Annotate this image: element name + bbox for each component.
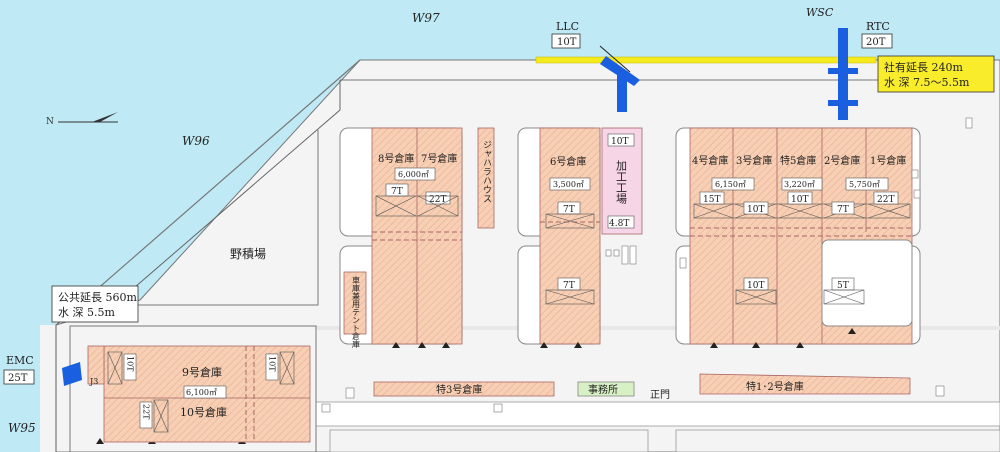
- warehouse-7-label: 7号倉庫: [421, 152, 457, 165]
- warehouse-8-label: 8号倉庫: [378, 152, 414, 165]
- svg-text:LLC: LLC: [556, 20, 579, 33]
- small-fixtures: [321, 117, 973, 413]
- crane-10t-toku5: 10T: [787, 191, 813, 205]
- llc-crane-icon: [599, 45, 640, 112]
- svg-text:RTC: RTC: [866, 20, 890, 33]
- svg-text:N: N: [46, 117, 54, 127]
- main-gate-label: 正門: [650, 389, 670, 401]
- public-berth-info: 公共延長 560m 水 深 5.5m: [51, 285, 139, 323]
- crane-7t-2: 7T: [831, 201, 855, 215]
- processing-crane-10t: 10T: [607, 133, 635, 147]
- toku3-warehouse: [373, 381, 555, 397]
- office-label: 事務所: [588, 383, 618, 396]
- shoreline-diagonal: [55, 59, 361, 326]
- water-label-wsc: WSC: [806, 6, 834, 19]
- door-markers: [96, 328, 856, 444]
- svg-text:10T: 10T: [611, 137, 628, 147]
- shaharahouse-building: [477, 127, 495, 229]
- svg-text:22T: 22T: [142, 404, 151, 420]
- warehouse-9-label: 9号倉庫: [182, 365, 222, 379]
- svg-text:社有延長 240m: 社有延長 240m: [884, 60, 963, 74]
- toku3-label: 特3号倉庫: [436, 383, 482, 396]
- svg-text:10T: 10T: [126, 356, 135, 372]
- warehouse-8-7-block: [339, 127, 463, 345]
- warehouse-1-label: 1号倉庫: [870, 154, 906, 167]
- crane-15t: 15T: [699, 191, 725, 205]
- water-label-w97: W97: [412, 11, 440, 25]
- emc-crane-icon: [62, 362, 82, 386]
- svg-text:7T: 7T: [837, 205, 849, 215]
- warehouse-4-3-area: 6,150㎡: [715, 180, 746, 189]
- crane-22t-1: 22T: [873, 191, 899, 205]
- svg-text:10T: 10T: [747, 281, 764, 291]
- svg-text:15T: 15T: [703, 195, 720, 205]
- processing-plant-label: 加工工場: [615, 160, 628, 205]
- crane-7t-6-upper: 7T: [545, 201, 595, 229]
- warehouse-2-label: 2号倉庫: [824, 154, 860, 167]
- warehouse-6-area: 3,500㎡: [553, 180, 584, 189]
- svg-text:5T: 5T: [837, 281, 849, 291]
- svg-text:10T: 10T: [268, 356, 277, 372]
- crane-10t-lower: 10T: [735, 277, 777, 305]
- warehouse-6-label: 6号倉庫: [550, 155, 586, 168]
- llc-crane-label: LLC 10T: [551, 20, 581, 49]
- emc-crane-label: EMC 25T: [3, 354, 35, 385]
- yard-outline: [135, 130, 319, 306]
- warehouse-10-label: 10号倉庫: [180, 405, 227, 419]
- warehouse-8-7-area: 6,000㎡: [398, 170, 429, 179]
- toku5-warehouse-label: 特5倉庫: [780, 154, 816, 167]
- j3-label: J3: [89, 377, 98, 386]
- toku12-label: 特1･2号倉庫: [746, 380, 804, 393]
- shaharahouse-label: ジャハラハウス: [481, 140, 492, 203]
- private-berth-line: [535, 56, 877, 64]
- svg-text:22T: 22T: [877, 195, 894, 205]
- crane-7t-6-lower: 7T: [545, 277, 595, 305]
- crane-10t-9-right: 10T: [265, 351, 295, 385]
- crane-10t-3: 10T: [743, 201, 769, 215]
- water-label-w96: W96: [182, 134, 210, 148]
- svg-text:公共延長 560m: 公共延長 560m: [58, 291, 137, 304]
- crane-22t-7: 22T: [425, 191, 451, 205]
- water-label-w95: W95: [8, 421, 36, 435]
- crane-rail-8-7: [375, 195, 459, 217]
- svg-text:25T: 25T: [8, 373, 28, 384]
- svg-text:20T: 20T: [866, 37, 886, 48]
- svg-text:10T: 10T: [747, 205, 764, 215]
- crane-7t-8: 7T: [385, 183, 409, 197]
- crane-10t-9-left: 10T: [107, 351, 137, 385]
- svg-text:4.8T: 4.8T: [609, 219, 629, 229]
- svg-text:10T: 10T: [557, 37, 577, 48]
- office-building: [577, 381, 635, 397]
- svg-text:7T: 7T: [563, 281, 575, 291]
- north-arrow-icon: N: [46, 112, 118, 127]
- crane-22t-10: 22T: [139, 399, 169, 433]
- warehouse-2-1-area: 5,750㎡: [849, 180, 880, 189]
- rtc-crane-icon: [828, 28, 858, 120]
- tent-warehouse: [343, 271, 367, 335]
- svg-text:10T: 10T: [791, 195, 808, 205]
- toku12-warehouse: [699, 373, 911, 395]
- rtc-crane-label: RTC 20T: [861, 20, 893, 49]
- tent-warehouse-label: 車庫兼用テント倉庫: [352, 275, 361, 349]
- svg-text:7T: 7T: [391, 187, 403, 197]
- private-berth-info: 社有延長 240m 水 深 7.5～5.5m: [877, 55, 995, 93]
- toku5-area: 3,220㎡: [784, 180, 815, 189]
- open-storage-yard-label: 野積場: [230, 246, 266, 261]
- crane-5t: 5T: [823, 277, 865, 305]
- svg-text:7T: 7T: [563, 205, 575, 215]
- svg-text:水 深 5.5m: 水 深 5.5m: [58, 306, 115, 319]
- svg-text:22T: 22T: [429, 195, 446, 205]
- warehouse-3-label: 3号倉庫: [736, 154, 772, 167]
- processing-crane-4-8t: 4.8T: [607, 215, 635, 229]
- warehouse-9-10-area: 6,100㎡: [186, 388, 217, 397]
- svg-text:水 深 7.5～5.5m: 水 深 7.5～5.5m: [884, 76, 970, 89]
- svg-text:EMC: EMC: [6, 354, 34, 367]
- warehouse-east-block: [675, 127, 921, 345]
- warehouse-4-label: 4号倉庫: [692, 154, 728, 167]
